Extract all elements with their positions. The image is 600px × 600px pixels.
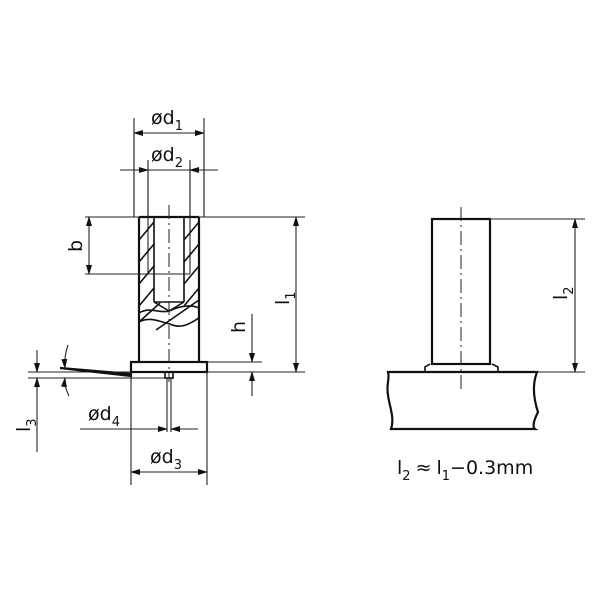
stud-section-view: ød1 ød2 b l1 h l3 ød4 ød3 bbox=[13, 107, 305, 485]
dim-d4-label: ød4 bbox=[88, 403, 120, 430]
stud-welded-view: l2 l2≈l1−0.3mm bbox=[386, 207, 585, 484]
dim-b-label: b bbox=[65, 240, 87, 252]
dim-l3-label: l3 bbox=[13, 418, 40, 432]
length-formula: l2≈l1−0.3mm bbox=[397, 457, 533, 484]
dim-d2-label: ød2 bbox=[151, 144, 183, 171]
dim-h-label: h bbox=[228, 321, 250, 333]
dim-l2-label: l2 bbox=[550, 286, 577, 300]
dim-l1-label: l1 bbox=[272, 291, 299, 305]
dim-d3-label: ød3 bbox=[150, 446, 182, 473]
dim-d1-label: ød1 bbox=[151, 107, 183, 134]
